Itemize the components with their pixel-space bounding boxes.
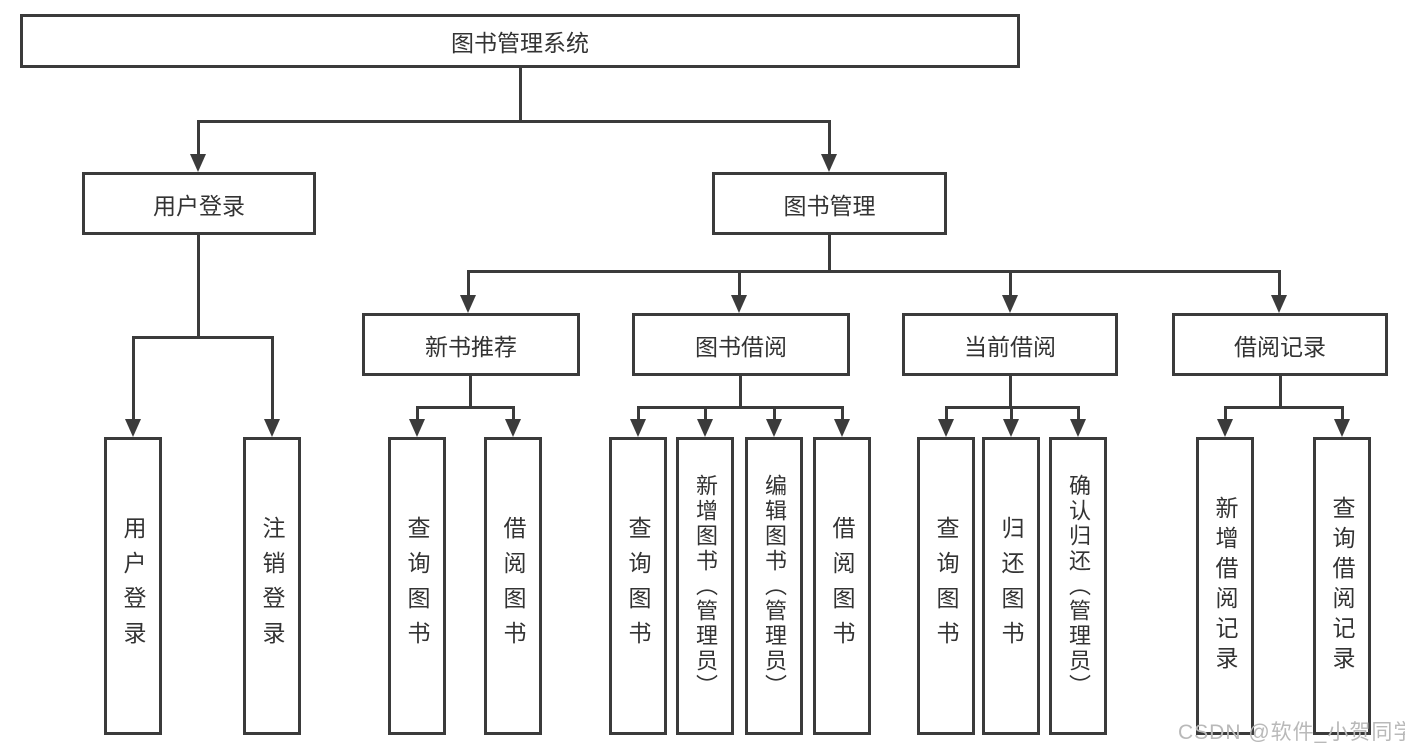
watermark: CSDN @软件_小贺同学 [1178,721,1405,744]
arrowhead [125,419,141,437]
arrowhead [409,419,425,437]
arrowhead [1003,419,1019,437]
line [637,406,843,409]
leaf-add-books-admin-label: 新增图书（管理员） [693,473,718,699]
node-book-borrowing: 图书借阅 [632,313,850,376]
node-book-management-label: 图书管理 [783,192,876,219]
leaf-newbook-query-books: 查询图书 [388,437,446,735]
node-borrowing-records: 借阅记录 [1172,313,1388,376]
leaf-borrow-query-books: 查询图书 [609,437,667,735]
line [271,336,274,422]
node-current-borrowing: 当前借阅 [902,313,1118,376]
leaf-newbook-borrow-books-label: 借阅图书 [500,516,526,656]
line [512,406,515,423]
leaf-confirm-return-admin: 确认归还（管理员） [1049,437,1107,735]
line [1341,406,1344,423]
line [1224,406,1227,423]
line [1009,376,1012,408]
line [132,336,135,422]
node-current-borrowing-label: 当前借阅 [964,333,1056,360]
line [197,235,200,338]
node-book-management: 图书管理 [712,172,947,235]
line [519,68,522,122]
node-root-label: 图书管理系统 [451,30,589,56]
leaf-logout: 注销登录 [243,437,301,735]
line [197,120,831,123]
leaf-newbook-query-books-label: 查询图书 [404,516,430,656]
leaf-add-borrow-record-label: 新增借阅记录 [1212,496,1238,676]
arrowhead [938,419,954,437]
node-book-borrowing-label: 图书借阅 [695,333,787,360]
leaf-confirm-return-admin-label: 确认归还（管理员） [1066,473,1091,699]
line [828,235,831,272]
leaf-add-books-admin: 新增图书（管理员） [676,437,734,735]
arrowhead [697,419,713,437]
node-borrowing-records-label: 借阅记录 [1234,333,1326,360]
line [945,406,948,423]
line [739,376,742,408]
line [841,406,844,423]
line [773,406,776,423]
line [416,406,515,409]
line [469,376,472,408]
line [828,120,831,158]
line [1224,406,1344,409]
line [132,336,274,339]
arrowhead [1217,419,1233,437]
leaf-return-books-label: 归还图书 [998,516,1024,656]
line [1278,270,1281,298]
leaf-user-login-label: 用户登录 [120,516,146,656]
line [1010,406,1013,423]
arrowhead [821,154,837,172]
arrowhead [731,295,747,313]
leaf-query-borrow-record: 查询借阅记录 [1313,437,1371,735]
arrowhead [264,419,280,437]
leaf-user-login: 用户登录 [104,437,162,735]
leaf-borrow-books-label: 借阅图书 [829,516,855,656]
node-user-login: 用户登录 [82,172,316,235]
line [1009,270,1012,298]
arrowhead [505,419,521,437]
line [637,406,640,423]
leaf-add-borrow-record: 新增借阅记录 [1196,437,1254,735]
leaf-borrow-query-books-label: 查询图书 [625,516,651,656]
line [738,270,741,298]
leaf-edit-books-admin: 编辑图书（管理员） [745,437,803,735]
arrowhead [834,419,850,437]
leaf-logout-label: 注销登录 [259,516,285,656]
node-root: 图书管理系统 [20,14,1020,68]
leaf-edit-books-admin-label: 编辑图书（管理员） [762,473,787,699]
line [1279,376,1282,408]
leaf-newbook-borrow-books: 借阅图书 [484,437,542,735]
arrowhead [766,419,782,437]
arrowhead [630,419,646,437]
arrowhead [1271,295,1287,313]
leaf-current-query-books-label: 查询图书 [933,516,959,656]
node-user-login-label: 用户登录 [153,192,245,219]
arrowhead [1070,419,1086,437]
line [197,120,200,158]
line [467,270,470,298]
arrowhead [460,295,476,313]
node-new-book-recommend-label: 新书推荐 [425,333,517,360]
leaf-query-borrow-record-label: 查询借阅记录 [1329,496,1355,676]
node-new-book-recommend: 新书推荐 [362,313,580,376]
arrowhead [190,154,206,172]
line [1077,406,1080,423]
line [416,406,419,423]
line [704,406,707,423]
leaf-current-query-books: 查询图书 [917,437,975,735]
arrowhead [1002,295,1018,313]
arrowhead [1334,419,1350,437]
line [467,270,1281,273]
leaf-return-books: 归还图书 [982,437,1040,735]
leaf-borrow-books: 借阅图书 [813,437,871,735]
